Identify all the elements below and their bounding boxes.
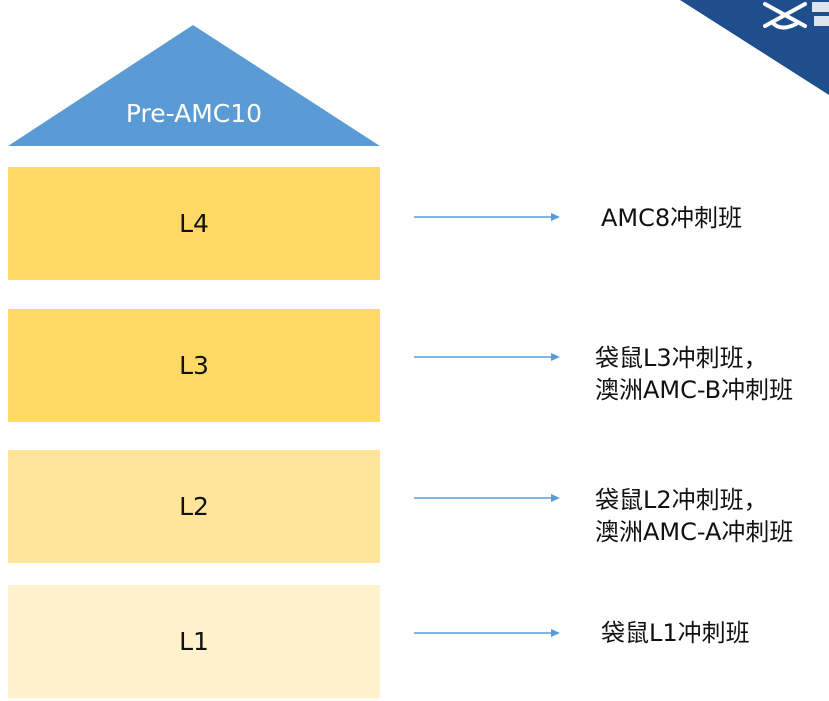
course-line: 澳洲AMC-B冲刺班 [595, 376, 794, 404]
course-label-l2: 袋鼠L2冲刺班， 澳洲AMC-A冲刺班 [595, 484, 793, 548]
course-line: 澳洲AMC-A冲刺班 [595, 518, 794, 546]
arrow-l3 [414, 353, 560, 361]
course-label-l3: 袋鼠L3冲刺班， 澳洲AMC-B冲刺班 [595, 342, 793, 406]
arrow-l2 [414, 494, 560, 502]
roof-label: Pre-AMC10 [125, 99, 263, 128]
level-block-l4: L4 [8, 167, 380, 280]
level-label-l2: L2 [179, 492, 209, 521]
level-label-l3: L3 [179, 351, 209, 380]
course-line: 袋鼠L2冲刺班， [595, 486, 768, 514]
level-block-l2: L2 [8, 450, 380, 563]
level-label-l4: L4 [179, 209, 209, 238]
course-label-l1: 袋鼠L1冲刺班 [601, 617, 750, 649]
course-line: AMC8冲刺班 [601, 204, 743, 232]
level-block-l1: L1 [8, 585, 380, 698]
level-label-l1: L1 [179, 627, 209, 656]
level-block-l3: L3 [8, 309, 380, 422]
roof-triangle [8, 25, 380, 146]
arrow-l1 [414, 629, 560, 637]
course-label-l4: AMC8冲刺班 [601, 202, 742, 234]
arrow-l4 [414, 213, 560, 221]
course-line: 袋鼠L3冲刺班， [595, 344, 768, 372]
course-line: 袋鼠L1冲刺班 [601, 619, 750, 647]
